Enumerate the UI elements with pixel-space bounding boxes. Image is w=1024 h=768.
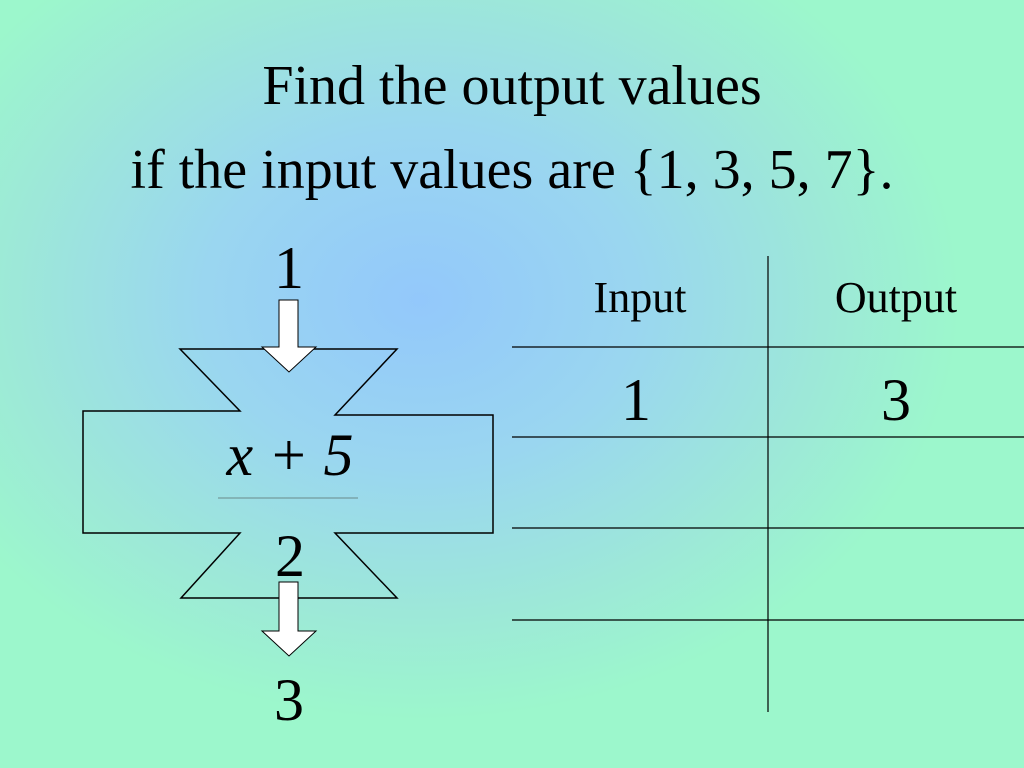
machine-body bbox=[82, 348, 494, 599]
title-line-2: if the input values are {1, 3, 5, 7}. bbox=[130, 139, 894, 201]
table-cell: 1 bbox=[621, 367, 651, 433]
title-line-1: Find the output values bbox=[262, 55, 762, 117]
rule-numerator: x + 5 bbox=[225, 422, 353, 488]
table-header-input: Input bbox=[594, 273, 687, 322]
function-machine bbox=[82, 348, 494, 599]
io-table: Input Output 1 3 bbox=[512, 256, 1024, 712]
output-arrow-icon bbox=[260, 581, 318, 657]
machine-input-value: 1 bbox=[274, 235, 304, 301]
table-header-output: Output bbox=[835, 273, 957, 322]
table-cell: 3 bbox=[881, 367, 911, 433]
machine-output-value: 3 bbox=[274, 667, 304, 733]
rule-denominator: 2 bbox=[275, 523, 305, 589]
input-arrow-icon bbox=[260, 299, 318, 373]
